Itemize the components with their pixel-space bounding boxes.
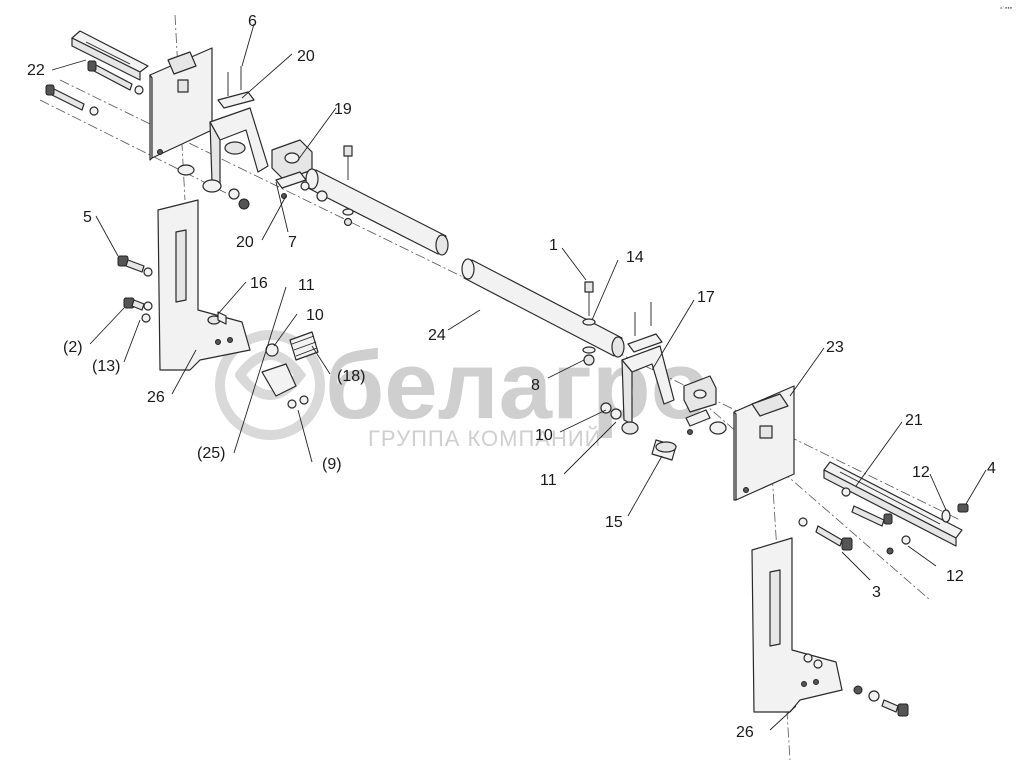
part-26-bracket-left [157,199,251,371]
callout-21: 21 [905,412,923,429]
callout-15: 15 [605,514,623,531]
callout-25: (25) [197,445,225,462]
callout-5: 5 [83,209,92,226]
watermark: белагро ГРУППА КОМПАНИЙ [215,330,709,451]
spring-assembly [261,331,319,409]
leader-lines [51,23,987,731]
part-26-bracket-right [751,537,909,717]
callout-13: (13) [92,358,120,375]
callout-1: 1 [549,237,558,254]
callout-14: 14 [626,249,644,266]
callout-12-lower: 12 [946,568,964,585]
callout-3: 3 [872,584,881,601]
callout-12-upper: 12 [912,464,930,481]
callout-23: 23 [826,339,844,356]
part-23-plate [733,385,795,501]
callout-20-upper: 20 [297,48,315,65]
callout-16: 16 [250,275,268,292]
callout-26-left: 26 [147,389,165,406]
bolt-set-upper-left [45,60,144,116]
part-24-tube-lower [461,258,625,358]
callout-9: (9) [322,456,342,473]
part-17-bracket [600,302,675,435]
clamp-right [683,375,717,435]
callout-2: (2) [63,339,83,356]
watermark-brand: белагро [325,332,709,439]
bolt-1-assembly [582,281,596,366]
watermark-emblem [235,350,307,400]
callout-7: 7 [288,234,297,251]
callout-10-upper: 10 [306,307,324,324]
corner-mark: a° ●●● [1000,5,1013,10]
callout-8: 8 [531,377,540,394]
part-24-tube-upper [300,168,449,256]
callout-labels: 22 6 20 19 20 7 5 (2) (13) 26 16 11 10 (… [27,13,996,741]
callout-26-right: 26 [736,724,754,741]
callout-19: 19 [334,101,352,118]
bolt-set-left [117,255,153,323]
part-upper-left-bracket [149,47,213,161]
watermark-subtitle: ГРУППА КОМПАНИЙ [368,426,602,451]
callout-11-lower: 11 [540,472,557,489]
callout-6: 6 [248,13,257,30]
callout-18: (18) [337,368,365,385]
part-21-strap [823,461,963,547]
callout-22: 22 [27,62,45,79]
callout-17: 17 [697,289,715,306]
callout-24: 24 [428,327,446,344]
part-15-spacer [651,421,727,461]
bolt-vertical-upper [342,145,354,227]
callout-11-upper: 11 [298,277,315,294]
watermark-ring [215,330,325,440]
bolt-set-right [798,503,969,555]
callout-20-lower: 20 [236,234,254,251]
callout-10-lower: 10 [535,427,553,444]
part-20-u-bracket [177,66,269,210]
callout-4: 4 [987,460,996,477]
part-22-slotted-strap [71,30,149,81]
